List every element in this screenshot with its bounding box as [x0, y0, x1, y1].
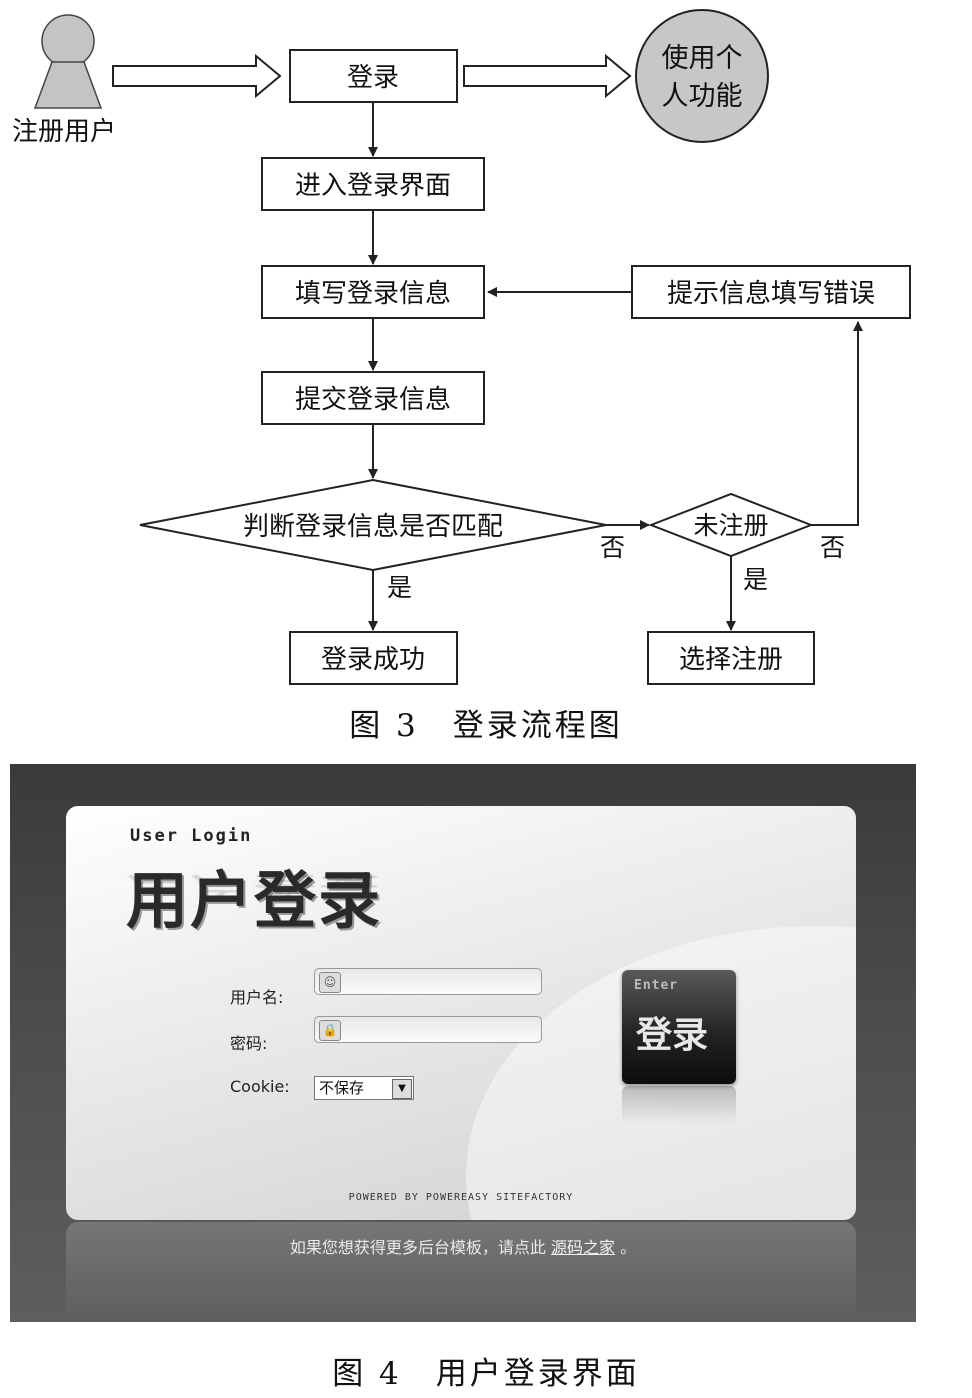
footer-note: 如果您想获得更多后台模板，请点此 源码之家 。	[10, 1234, 916, 1258]
node-choose-register	[647, 631, 815, 685]
login-panel: User Login 用户登录 用户登录 用户名: ☺ 密码: 🔒 Cookie…	[66, 806, 856, 1220]
node-choose-register-label: 选择注册	[679, 645, 783, 675]
powered-by: POWERED BY POWEREASY SITEFACTORY	[348, 1192, 574, 1203]
cookie-label: Cookie:	[230, 1077, 290, 1096]
hollow-arrow-to-features	[463, 53, 632, 99]
actor-label: 注册用户	[12, 117, 116, 147]
node-login-success	[289, 631, 458, 685]
login-enter-button[interactable]: Enter 登录	[622, 970, 736, 1084]
enter-button-chinese: 登录	[636, 1015, 709, 1056]
login-screenshot: User Login 用户登录 用户登录 用户名: ☺ 密码: 🔒 Cookie…	[10, 764, 916, 1322]
panel-reflection	[66, 1222, 856, 1322]
node-judge-label: 判断登录信息是否匹配	[243, 512, 503, 542]
footer-link[interactable]: 源码之家	[550, 1238, 615, 1257]
footer-text: 如果您想获得更多后台模板，请点此	[289, 1238, 546, 1257]
label-yes-1: 是	[387, 573, 412, 602]
node-fill-info	[261, 265, 485, 319]
node-login-label: 登录	[347, 63, 399, 93]
edge-unregistered-error	[811, 321, 863, 526]
enter-button-reflection	[622, 1086, 736, 1124]
user-icon: ☺	[319, 972, 341, 993]
login-flowchart: 注册用户 登录 使用个 人功能 进入登录界面 填写登录信息 提交登录信息 判断登…	[12, 9, 911, 685]
node-not-registered-label: 未注册	[693, 511, 768, 540]
password-input[interactable]: 🔒	[314, 1016, 542, 1043]
node-enter-login-label: 进入登录界面	[295, 171, 451, 201]
chevron-down-icon[interactable]: ▼	[392, 1079, 412, 1099]
label-no-2: 否	[820, 533, 845, 562]
enter-button-english: Enter	[634, 978, 679, 993]
hollow-arrow-to-login	[112, 53, 282, 99]
node-use-features-line1: 使用个	[662, 43, 743, 74]
node-error-prompt-label: 提示信息填写错误	[667, 279, 875, 309]
user-actor-icon	[33, 14, 103, 109]
node-submit-info-label: 提交登录信息	[295, 385, 451, 415]
title-chinese: 用户登录	[126, 864, 383, 937]
username-label: 用户名:	[230, 988, 284, 1007]
node-error-prompt	[631, 265, 911, 319]
cookie-select-value: 不保存	[319, 1079, 365, 1097]
figure4-caption: 图 4 用户登录界面	[332, 1356, 640, 1392]
node-fill-info-label: 填写登录信息	[295, 279, 451, 309]
title-reflection: 用户登录	[126, 871, 383, 898]
node-login	[289, 49, 458, 103]
title-english: User Login	[130, 826, 253, 846]
node-enter-login	[261, 157, 485, 211]
password-label: 密码:	[230, 1034, 268, 1053]
label-no-1: 否	[600, 533, 625, 562]
node-use-features	[635, 9, 769, 143]
label-yes-2: 是	[743, 565, 768, 594]
lock-icon: 🔒	[319, 1020, 341, 1041]
node-login-success-label: 登录成功	[321, 645, 425, 675]
username-input[interactable]: ☺	[314, 968, 542, 995]
node-use-features-line2: 人功能	[662, 81, 743, 112]
cookie-select[interactable]: 不保存 ▼	[314, 1076, 414, 1100]
figure3-caption: 图 3 登录流程图	[349, 708, 623, 744]
footer-end: 。	[620, 1238, 637, 1257]
